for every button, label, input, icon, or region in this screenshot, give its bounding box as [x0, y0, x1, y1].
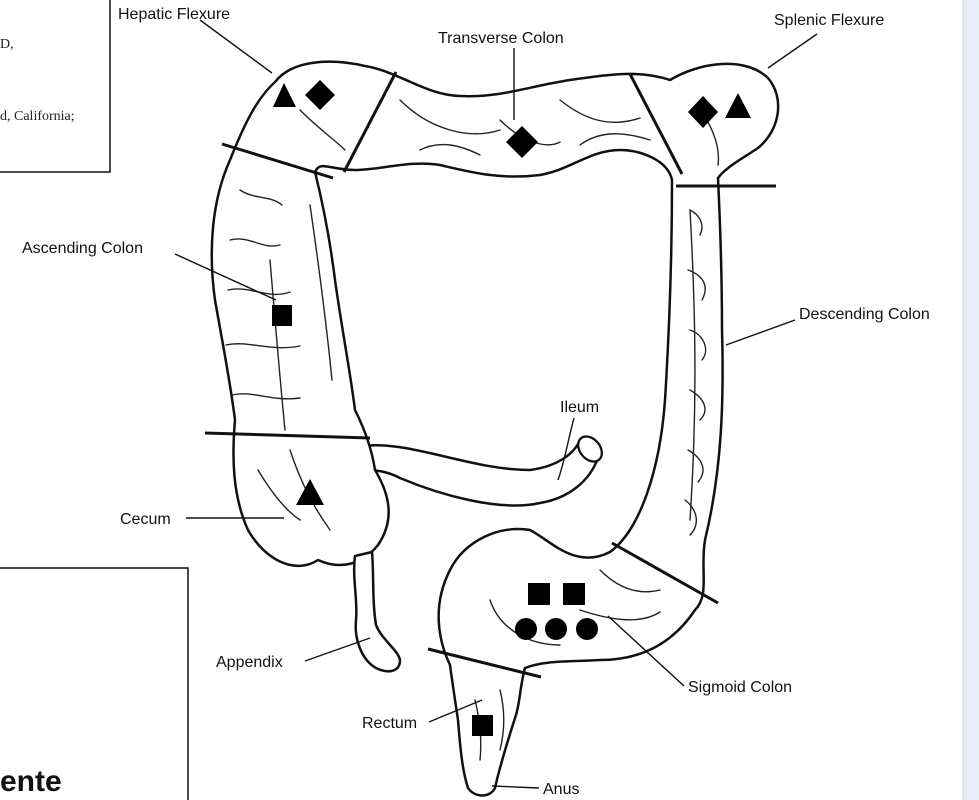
- label-ascending-colon: Ascending Colon: [22, 240, 143, 257]
- label-appendix: Appendix: [216, 654, 283, 671]
- snippet-line-2: d, California;: [0, 109, 75, 124]
- square-marker-ascending: [272, 305, 292, 326]
- snippet-line-1: D,: [0, 37, 14, 52]
- right-edge-strip: [963, 0, 979, 800]
- circle-marker-sigmoid-1: [515, 618, 537, 640]
- label-cecum: Cecum: [120, 511, 171, 528]
- label-ileum: Ileum: [560, 399, 599, 416]
- snippet-heading: ente: [0, 765, 62, 798]
- label-descending-colon: Descending Colon: [799, 306, 930, 323]
- circle-marker-sigmoid-3: [576, 618, 598, 640]
- top-left-snippet: D, d, California;: [0, 0, 110, 172]
- label-splenic-flexure: Splenic Flexure: [774, 12, 884, 29]
- ileum-shape: [362, 440, 598, 505]
- square-marker-sigmoid-1: [528, 583, 550, 605]
- label-hepatic-flexure: Hepatic Flexure: [118, 6, 230, 23]
- label-transverse-colon: Transverse Colon: [438, 30, 564, 47]
- appendix-shape: [354, 552, 400, 671]
- label-rectum: Rectum: [362, 715, 417, 732]
- circle-marker-sigmoid-2: [545, 618, 567, 640]
- square-marker-rectum: [472, 715, 493, 736]
- bottom-left-snippet: ente: [0, 568, 188, 800]
- square-marker-sigmoid-2: [563, 583, 585, 605]
- label-sigmoid-colon: Sigmoid Colon: [688, 679, 792, 696]
- label-anus: Anus: [543, 781, 579, 798]
